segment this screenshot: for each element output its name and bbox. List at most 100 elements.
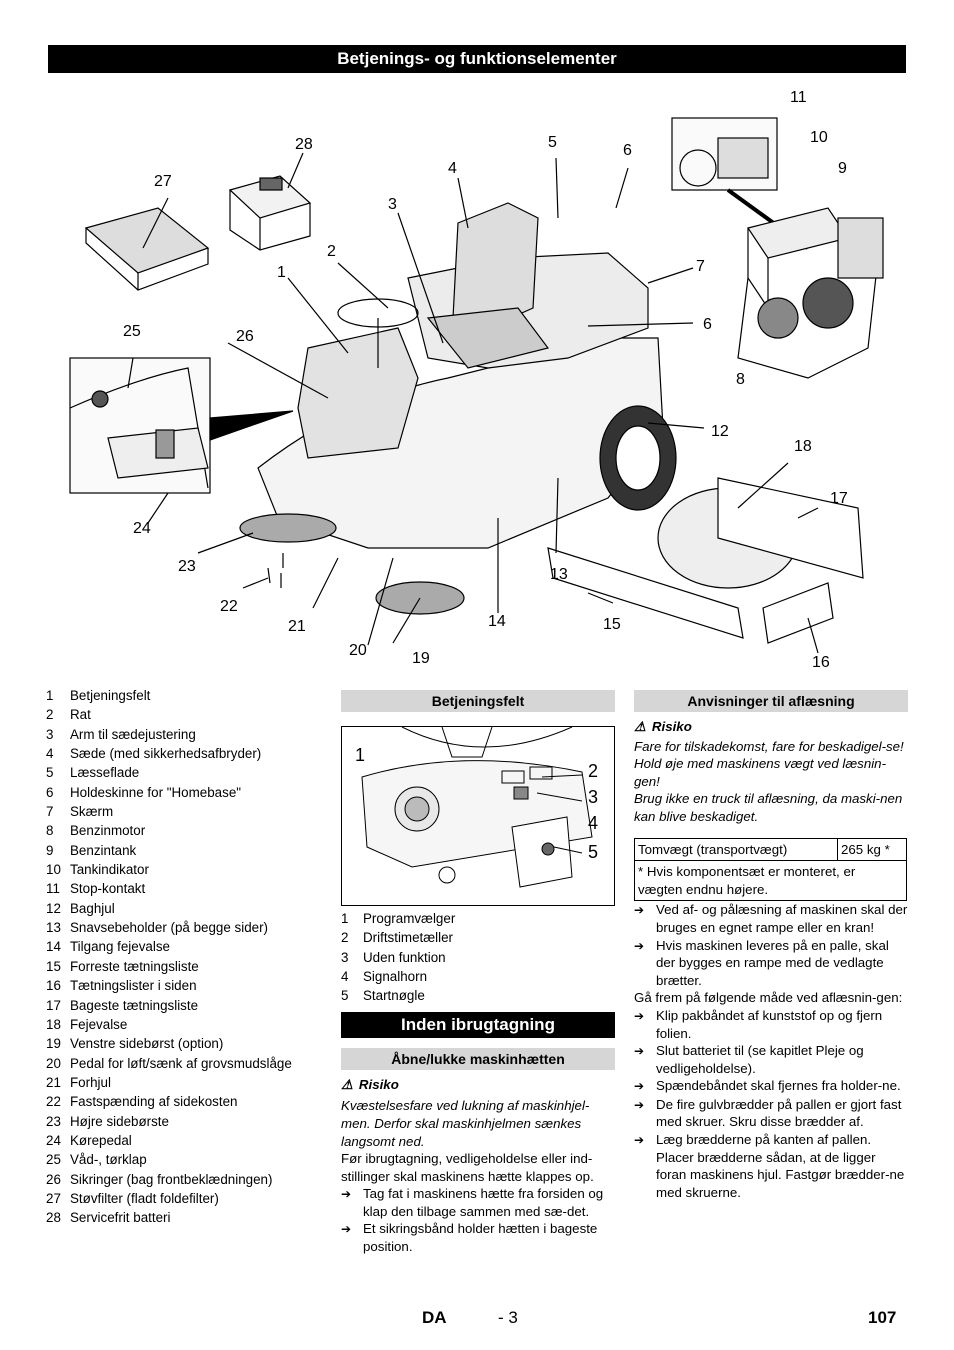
risk-lines-unloading: Fare for tilskadekomst, fare for beskadi… <box>634 738 908 826</box>
arrow-right-icon: ➔ <box>341 1222 352 1237</box>
item-text: Stop-kontakt <box>70 881 146 897</box>
item-text: Tætningslister i siden <box>70 978 197 994</box>
item-text: Støvfilter (fladt foldefilter) <box>70 1190 219 1206</box>
item-text: Betjeningsfelt <box>70 688 151 703</box>
machine-illustration: 1 2 3 4 5 6 6 7 8 9 10 11 12 13 14 15 16… <box>48 78 906 678</box>
risk-label-unloading: ⚠Risiko <box>634 719 692 734</box>
step-text: Slut batteriet til (se kapitlet Pleje og… <box>656 1043 864 1076</box>
arrow-right-icon: ➔ <box>634 938 645 953</box>
item-number: 19 <box>46 1036 61 1052</box>
callout-26: 26 <box>236 328 254 345</box>
instruction-step: ➔Ved af- og pålæsning af maskinen skal d… <box>634 901 908 936</box>
callout-21: 21 <box>288 618 306 635</box>
item-text: Fejevalse <box>70 1016 128 1032</box>
item-number: 4 <box>341 969 349 985</box>
callout-6-mid: 6 <box>703 316 712 333</box>
step-text: Hvis maskinen leveres på en palle, skal … <box>656 937 889 988</box>
item-text: Benzinmotor <box>70 823 146 839</box>
step-text: Læg brædderne på kanten af pallen. Place… <box>656 1132 905 1200</box>
callout-24: 24 <box>133 520 151 537</box>
item-text: Venstre sidebørst (option) <box>70 1036 224 1052</box>
arrow-right-icon: ➔ <box>634 1079 645 1094</box>
unloading-steps-b: ➔Klip pakbåndet af kunststof op og fjern… <box>634 1007 908 1202</box>
callout-2: 2 <box>327 243 336 260</box>
list-item: 14 Tilgang fejevalse <box>46 937 336 956</box>
arrow-right-icon: ➔ <box>634 1044 645 1059</box>
item-text: Våd-, tørklap <box>70 1152 147 1168</box>
control-panel-illustration: 1 2 3 4 5 <box>341 726 615 906</box>
risk-line: Hold øje med maskinens vægt ved læsnin-g… <box>634 756 887 789</box>
risk-text-hood: Kvæstelsesfare ved lukning af maskinhjel… <box>341 1098 590 1149</box>
list-item: 19 Venstre sidebørst (option) <box>46 1034 336 1053</box>
list-item: 24 Kørepedal <box>46 1131 336 1150</box>
item-text: Læsseflade <box>70 765 140 781</box>
callout-14: 14 <box>488 613 506 630</box>
callout-15: 15 <box>603 616 621 633</box>
item-text: Forhjul <box>70 1074 111 1090</box>
item-number: 8 <box>46 823 54 839</box>
item-text: Baghjul <box>70 900 115 916</box>
item-text: Holdeskinne for "Homebase" <box>70 784 242 800</box>
item-text: Bageste tætningsliste <box>70 997 199 1013</box>
panel-callout-5: 5 <box>588 842 599 862</box>
warning-triangle-icon: ⚠ <box>341 1076 353 1092</box>
item-number: 11 <box>46 881 60 897</box>
warning-triangle-icon: ⚠ <box>634 719 646 734</box>
item-number: 14 <box>46 939 61 955</box>
item-text: Programvælger <box>363 911 456 926</box>
item-text: Kørepedal <box>70 1132 132 1148</box>
item-text: Tilgang fejevalse <box>70 939 170 955</box>
intro-text-hood: Før ibrugtagning, vedligeholdelse eller … <box>341 1151 594 1184</box>
unloading-steps-a: ➔ Ved af- og pålæsning af maskinen skal d… <box>634 901 908 989</box>
item-number: 2 <box>341 930 349 946</box>
column-right: Anvisninger til aflæsning ⚠Risiko Fare f… <box>634 690 908 1201</box>
risk-line: Fare for tilskadekomst, fare for beskadi… <box>634 738 904 754</box>
section-heading-before-use: Inden ibrugtagning <box>341 1011 615 1038</box>
item-number: 3 <box>46 726 54 742</box>
sub-heading-hood: Åbne/lukke maskinhætten <box>341 1047 615 1070</box>
item-number: 20 <box>46 1055 61 1071</box>
item-number: 13 <box>46 920 61 936</box>
panel-heading: Betjeningsfelt <box>341 690 615 712</box>
callout-27: 27 <box>154 173 172 190</box>
list-item: 11 Stop-kontakt <box>46 879 336 898</box>
item-number: 24 <box>46 1132 61 1148</box>
panel-callout-3: 3 <box>588 787 599 807</box>
instruction-step: ➔Et sikringsbånd holder hætten i bageste… <box>341 1220 615 1255</box>
item-number: 7 <box>46 804 54 820</box>
list-item: 8 Benzinmotor <box>46 821 336 840</box>
item-number: 27 <box>46 1190 61 1206</box>
risk-label-hood: ⚠Risiko <box>341 1076 399 1092</box>
item-text: Skærm <box>70 804 114 820</box>
arrow-right-icon: ➔ <box>634 1097 645 1112</box>
item-text: Uden funktion <box>363 949 446 965</box>
callout-20: 20 <box>349 642 367 659</box>
callout-10: 10 <box>810 129 828 146</box>
list-item: 27 Støvfilter (fladt foldefilter) <box>46 1189 336 1208</box>
control-panel-drawing <box>361 726 593 888</box>
unloading-intro: Gå frem på følgende måde ved aflæsnin-ge… <box>634 990 903 1006</box>
item-number: 23 <box>46 1113 61 1129</box>
arrow-right-icon: ➔ <box>634 1133 645 1148</box>
item-text: Sikringer (bag frontbeklædningen) <box>70 1171 273 1187</box>
instruction-step: ➔ Slut batteriet til (se kapitlet Pleje o… <box>634 1042 908 1077</box>
step-text: Ved af- og pålæsning af maskinen skal de… <box>656 902 908 935</box>
callout-19: 19 <box>412 650 430 667</box>
list-item: 7 Skærm <box>46 802 336 821</box>
